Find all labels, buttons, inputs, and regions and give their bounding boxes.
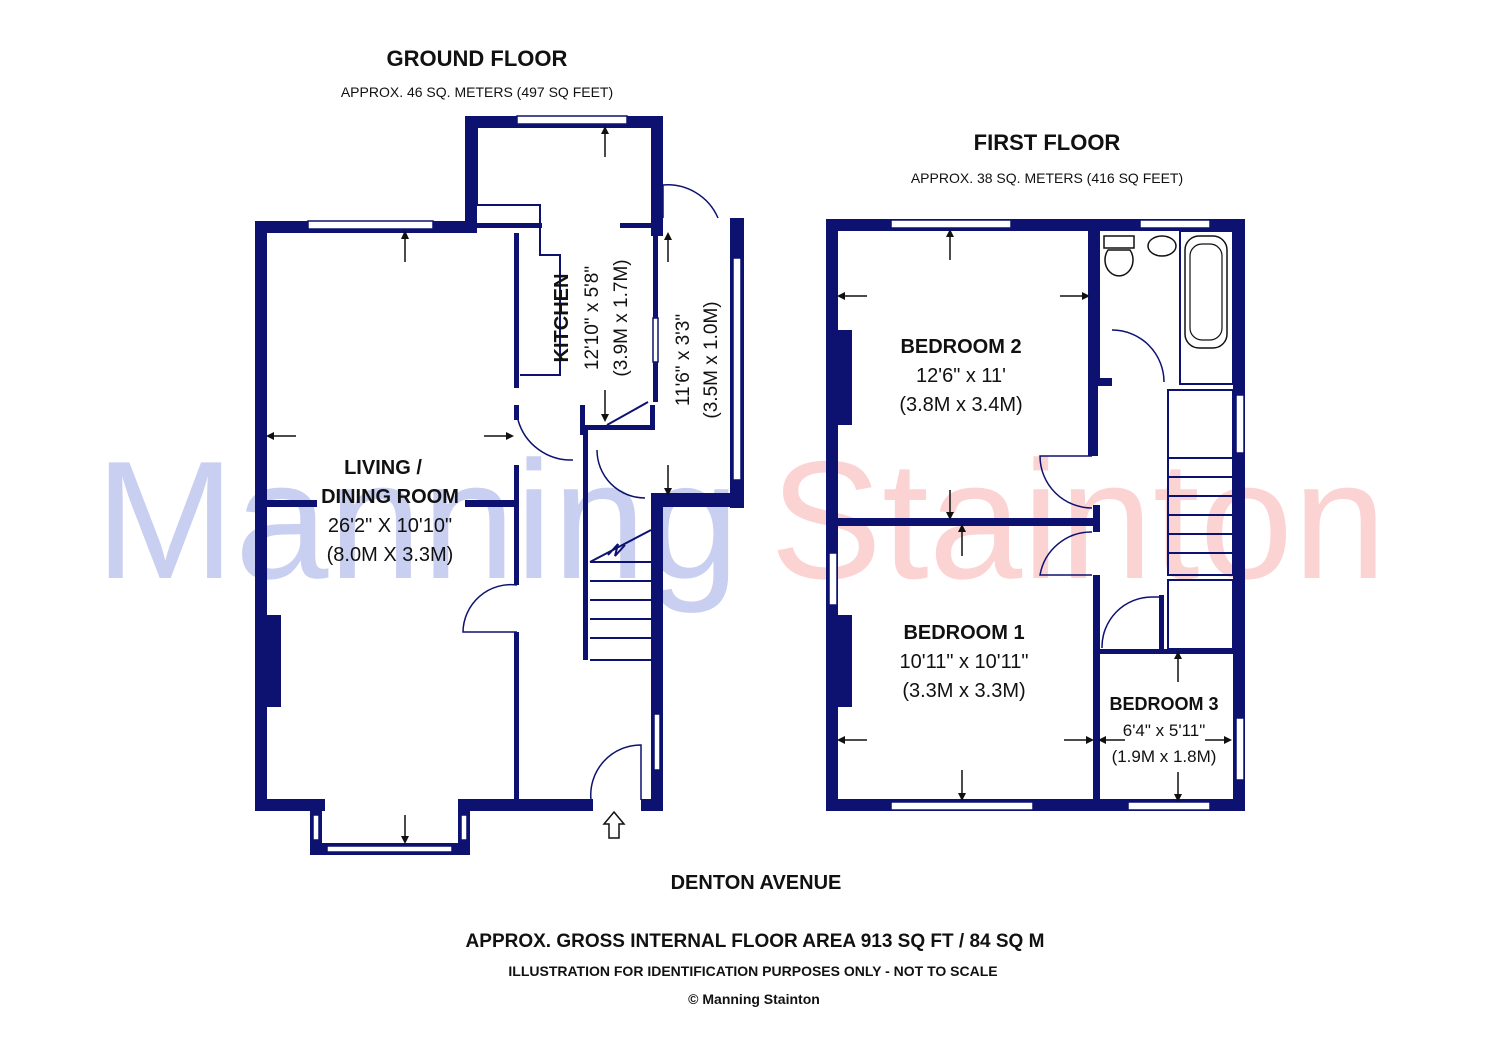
door bbox=[462, 583, 518, 633]
kitchen-dims-metric: (3.9M x 1.7M) bbox=[611, 259, 632, 376]
wall bbox=[1093, 575, 1100, 810]
bedroom2-dims-imperial: 12'6" x 11' bbox=[916, 365, 1006, 387]
wall bbox=[465, 500, 515, 507]
wall bbox=[1159, 595, 1164, 650]
staircase bbox=[1167, 389, 1234, 576]
bedroom3-name: BEDROOM 3 bbox=[1109, 694, 1218, 714]
door bbox=[1039, 455, 1093, 509]
wall bbox=[653, 236, 658, 318]
staircase bbox=[583, 430, 652, 661]
window bbox=[1235, 717, 1245, 781]
bedroom3-dims-imperial: 6'4" x 5'11" bbox=[1123, 721, 1206, 740]
window bbox=[890, 219, 1012, 229]
bedroom1-name: BEDROOM 1 bbox=[903, 622, 1024, 644]
cupboard bbox=[1167, 579, 1234, 650]
wall bbox=[458, 799, 593, 811]
living-room-dims-imperial: 26'2" X 10'10" bbox=[328, 515, 452, 537]
lobby-dims-metric: (3.5M x 1.0M) bbox=[701, 301, 722, 418]
door bbox=[1101, 596, 1159, 649]
living-room-dims-metric: (8.0M X 3.3M) bbox=[327, 544, 454, 566]
wall bbox=[255, 221, 267, 811]
dimension-arrows bbox=[837, 229, 1232, 802]
bedroom1-dims-metric: (3.3M x 3.3M) bbox=[902, 680, 1025, 702]
kitchen-worktop bbox=[476, 128, 561, 376]
wall bbox=[580, 405, 585, 435]
window bbox=[460, 814, 468, 841]
window bbox=[652, 317, 659, 363]
wall bbox=[641, 799, 663, 811]
wall bbox=[838, 518, 1100, 526]
wall bbox=[620, 223, 663, 228]
door bbox=[662, 184, 719, 219]
window bbox=[312, 814, 320, 841]
bedroom1-dims-imperial: 10'11" x 10'11" bbox=[900, 651, 1029, 673]
copyright: © Manning Stainton bbox=[688, 991, 820, 1007]
kitchen-dims-imperial: 12'10" x 5'8" bbox=[582, 266, 603, 370]
wall bbox=[1093, 505, 1100, 532]
wall bbox=[255, 799, 325, 811]
entrance-arrow-icon bbox=[602, 810, 626, 839]
window bbox=[1127, 801, 1211, 811]
window bbox=[890, 801, 1034, 811]
door bbox=[596, 449, 646, 499]
lobby-dims-imperial: 11'6" x 3'3" bbox=[673, 314, 694, 406]
door bbox=[517, 419, 574, 461]
window bbox=[1235, 394, 1245, 454]
wall bbox=[1088, 386, 1098, 456]
door bbox=[1111, 329, 1165, 383]
bedroom2-name: BEDROOM 2 bbox=[900, 336, 1021, 358]
wall bbox=[1100, 649, 1235, 654]
wall bbox=[1088, 231, 1100, 386]
disclaimer: ILLUSTRATION FOR IDENTIFICATION PURPOSES… bbox=[508, 963, 997, 979]
wall bbox=[651, 493, 744, 507]
living-room-name-line1: LIVING / bbox=[344, 457, 422, 479]
bedroom3-dims-metric: (1.9M x 1.8M) bbox=[1112, 747, 1217, 766]
wall bbox=[651, 116, 663, 236]
wall bbox=[267, 500, 317, 507]
wall bbox=[826, 219, 838, 811]
door bbox=[1039, 531, 1093, 576]
kitchen-name: KITCHEN bbox=[551, 274, 573, 363]
bedroom2-dims-metric: (3.8M x 3.4M) bbox=[899, 394, 1022, 416]
ground-floor-title: GROUND FLOOR bbox=[387, 46, 568, 71]
wall bbox=[1100, 378, 1112, 386]
window bbox=[516, 115, 628, 125]
chimney-breast bbox=[838, 330, 852, 425]
window bbox=[653, 713, 661, 771]
bathroom bbox=[1103, 230, 1234, 385]
window bbox=[732, 257, 742, 481]
street-name: DENTON AVENUE bbox=[671, 872, 842, 894]
window bbox=[1139, 219, 1211, 229]
wall bbox=[514, 632, 519, 802]
basin-icon bbox=[1147, 235, 1177, 257]
wall bbox=[1233, 219, 1245, 811]
ground-floor-area: APPROX. 46 SQ. METERS (497 SQ FEET) bbox=[341, 84, 613, 100]
living-room-name-line2: DINING ROOM bbox=[321, 486, 459, 508]
front-door bbox=[590, 744, 642, 801]
wall bbox=[514, 405, 519, 420]
watermark-manning: Manning bbox=[95, 426, 739, 614]
wall bbox=[514, 465, 519, 585]
window bbox=[828, 552, 838, 606]
first-floor-area: APPROX. 38 SQ. METERS (416 SQ FEET) bbox=[911, 170, 1183, 186]
window bbox=[307, 220, 434, 230]
toilet-icon bbox=[1103, 235, 1135, 277]
wall bbox=[653, 362, 658, 402]
wall bbox=[606, 401, 649, 426]
window bbox=[326, 845, 453, 853]
chimney-breast bbox=[267, 615, 281, 707]
chimney-breast bbox=[838, 615, 852, 707]
wall bbox=[465, 116, 477, 233]
gross-area: APPROX. GROSS INTERNAL FLOOR AREA 913 SQ… bbox=[466, 931, 1045, 952]
first-floor-plan bbox=[826, 219, 1245, 811]
dimension-arrows bbox=[266, 126, 672, 844]
wall bbox=[477, 223, 542, 228]
ground-floor-plan bbox=[255, 115, 744, 855]
wall bbox=[585, 425, 655, 430]
first-floor-title: FIRST FLOOR bbox=[974, 130, 1121, 155]
wall bbox=[650, 405, 655, 430]
wall bbox=[514, 233, 519, 388]
